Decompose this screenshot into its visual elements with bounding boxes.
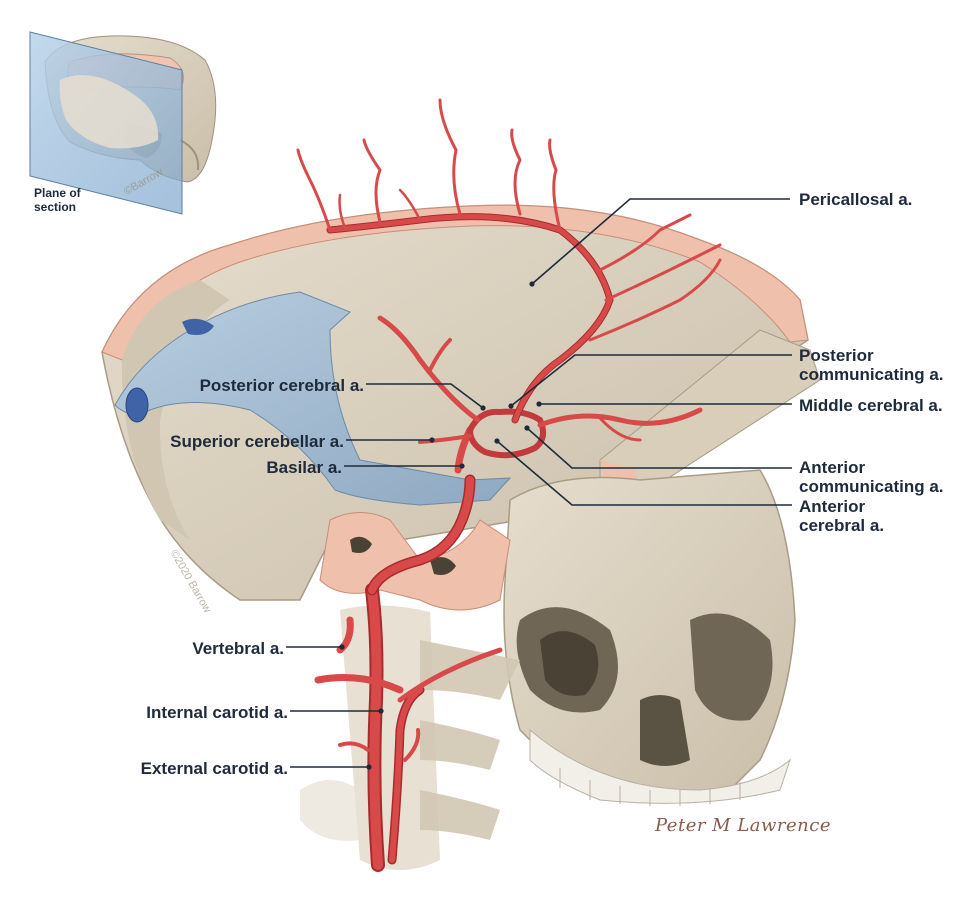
artist-signature: Peter M Lawrence xyxy=(655,815,831,836)
label-anterior-communicating: Anterior communicating a. xyxy=(799,458,944,496)
inset-caption-line2: section xyxy=(34,200,77,214)
label-basilar: Basilar a. xyxy=(266,458,342,477)
leader-posterior-cerebral xyxy=(366,383,484,409)
cervical-spine xyxy=(300,605,520,870)
inset-caption-line1: Plane of xyxy=(34,186,81,200)
label-anterior-cerebral: Anterior cerebral a. xyxy=(799,497,884,535)
arteries xyxy=(296,98,722,872)
leader-posterior-communicating xyxy=(510,354,792,407)
label-posterior-communicating-line2: communicating a. xyxy=(799,365,944,384)
label-anterior-cerebral-line1: Anterior xyxy=(799,497,866,516)
leader-lines xyxy=(286,198,792,768)
label-superior-cerebellar: Superior cerebellar a. xyxy=(170,432,344,451)
leader-dots xyxy=(339,281,542,770)
label-pericallosal: Pericallosal a. xyxy=(799,190,913,209)
inset-caption: Plane of section xyxy=(34,186,81,214)
label-vertebral: Vertebral a. xyxy=(192,639,284,658)
label-posterior-cerebral: Posterior cerebral a. xyxy=(199,376,364,395)
label-anterior-communicating-line2: communicating a. xyxy=(799,477,944,496)
leader-anterior-cerebral xyxy=(496,440,792,506)
label-internal-carotid: Internal carotid a. xyxy=(146,703,288,722)
leader-anterior-communicating xyxy=(526,427,792,469)
label-anterior-communicating-line1: Anterior xyxy=(799,458,866,477)
label-middle-cerebral: Middle cerebral a. xyxy=(799,396,943,415)
label-external-carotid: External carotid a. xyxy=(140,759,288,778)
tentorium xyxy=(114,291,512,506)
label-posterior-communicating-line1: Posterior xyxy=(799,346,874,365)
label-posterior-communicating: Posterior communicating a. xyxy=(799,346,944,384)
inset-section-plane xyxy=(29,31,183,215)
label-anterior-cerebral-line2: cerebral a. xyxy=(799,516,885,535)
leader-pericallosal xyxy=(531,198,790,285)
